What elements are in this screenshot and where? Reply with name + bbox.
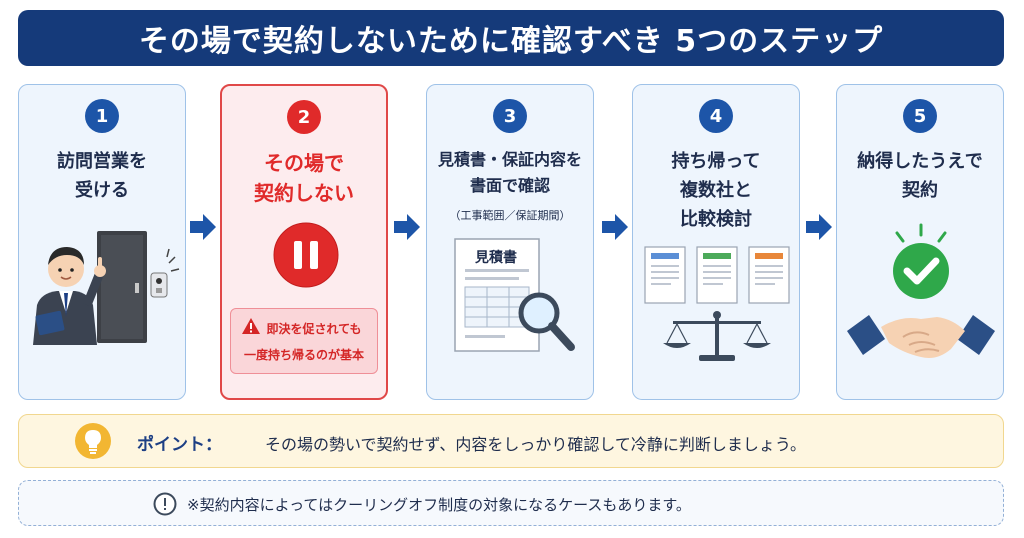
compare-quotes-scale-icon — [644, 246, 790, 361]
step-label-4: 持ち帰って 複数社と 比較検討 — [637, 147, 795, 234]
step-card-5: 5 納得したうえで 契約 — [836, 84, 1004, 400]
point-label: ポイント： — [137, 435, 222, 455]
step-label-2-line-2: 契約しない — [254, 181, 354, 205]
step-label-2: その場で 契約しない — [226, 148, 382, 208]
step-label-4-line-2: 複数社と — [680, 180, 752, 201]
lightbulb-icon — [75, 423, 111, 459]
step-number-5: 5 — [903, 99, 937, 133]
warning-line-2: 一度持ち帰るのが基本 — [243, 348, 364, 362]
step-label-4-line-1: 持ち帰って — [671, 151, 761, 172]
note-box: ※契約内容によってはクーリングオフ制度の対象になるケースもあります。 — [18, 480, 1004, 526]
step-label-5-line-2: 契約 — [902, 180, 938, 201]
step-label-1: 訪問営業を 受ける — [23, 147, 181, 205]
step-sublabel-3: （工事範囲／保証期間） — [449, 209, 571, 222]
step-number-1: 1 — [85, 99, 119, 133]
salesperson-at-door-icon — [33, 231, 180, 345]
step-card-3: 3 見積書・保証内容を 書面で確認 （工事範囲／保証期間） 見積書 — [426, 84, 594, 400]
arrow-right-icon — [806, 214, 832, 240]
warning-box: 即決を促されても 一度持ち帰るのが基本 — [230, 308, 378, 374]
arrow-right-icon — [602, 214, 628, 240]
step-number-4: 4 — [699, 99, 733, 133]
pause-icon — [273, 222, 339, 288]
step-label-3: 見積書・保証内容を 書面で確認 — [431, 147, 589, 199]
step-card-2: 2 その場で 契約しない 即決を促されても 一度持ち帰るのが基本 — [220, 84, 388, 400]
handshake-check-icon — [847, 223, 995, 358]
warning-icon — [242, 318, 260, 334]
step-number-2: 2 — [287, 100, 321, 134]
step-label-5: 納得したうえで 契約 — [841, 147, 999, 205]
exclamation-circle-icon — [153, 492, 177, 516]
point-box: ポイント： その場の勢いで契約せず、内容をしっかり確認して冷静に判断しましょう。 — [18, 414, 1004, 468]
page-title: その場で契約しないために確認すべき 5つのステップ — [138, 24, 884, 59]
warning-line-1: 即決を促されても — [266, 322, 362, 336]
estimate-document-icon — [454, 238, 575, 352]
step-card-4: 4 持ち帰って 複数社と 比較検討 — [632, 84, 800, 400]
step-label-3-line-1: 見積書・保証内容を — [437, 150, 582, 169]
title-bar: その場で契約しないために確認すべき 5つのステップ — [18, 10, 1004, 66]
arrow-right-icon — [190, 214, 216, 240]
step-card-1: 1 訪問営業を 受ける — [18, 84, 186, 400]
step-label-2-line-1: その場で — [264, 151, 344, 175]
document-title: 見積書 — [475, 250, 517, 266]
arrow-right-icon — [394, 214, 420, 240]
note-text: ※契約内容によってはクーリングオフ制度の対象になるケースもあります。 — [187, 496, 691, 514]
step-number-3: 3 — [493, 99, 527, 133]
steps-flow: 1 訪問営業を 受ける — [18, 84, 1006, 400]
step-label-1-line-1: 訪問営業を — [57, 151, 147, 172]
step-label-1-line-2: 受ける — [75, 180, 129, 201]
point-text: その場の勢いで契約せず、内容をしっかり確認して冷静に判断しましょう。 — [265, 435, 806, 454]
step-label-4-line-3: 比較検討 — [680, 209, 752, 230]
step-label-3-line-2: 書面で確認 — [469, 176, 550, 195]
step-label-5-line-1: 納得したうえで — [857, 151, 983, 172]
